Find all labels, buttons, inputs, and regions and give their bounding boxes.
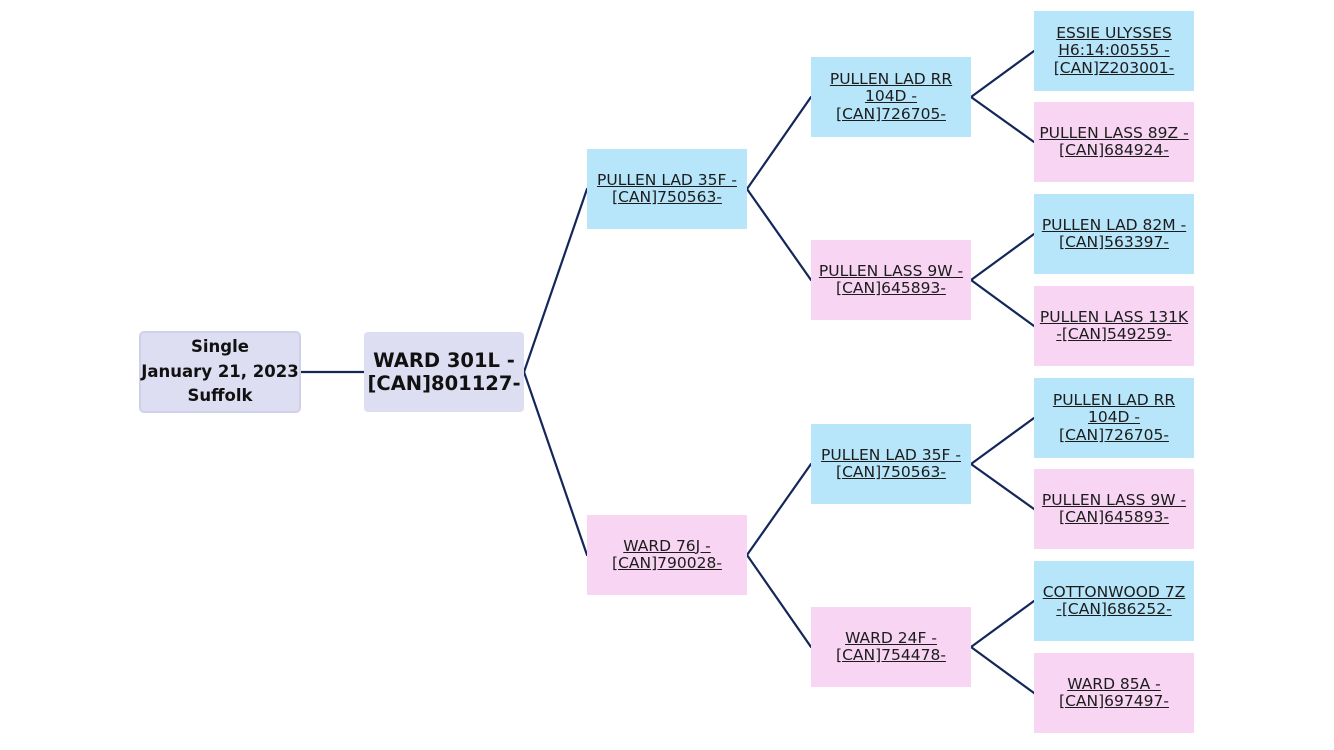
great-grandparent-name[interactable]: PULLEN LASS 131K -[CAN]549259- — [1039, 307, 1189, 343]
animal-info-box: Single January 21, 2023 Suffolk — [139, 331, 301, 413]
maternal-granddam-node[interactable]: WARD 24F - [CAN]754478- — [811, 607, 971, 687]
connector-gen3-8 — [969, 645, 1036, 695]
maternal-granddam-name[interactable]: WARD 24F - [CAN]754478- — [836, 628, 946, 664]
breed: Suffolk — [187, 386, 253, 406]
connector-gen3-4 — [969, 278, 1036, 328]
great-grandparent-node-8[interactable]: WARD 85A - [CAN]697497- — [1034, 653, 1194, 733]
connector-gen3-5 — [969, 416, 1036, 466]
great-grandparent-name[interactable]: ESSIE ULYSSES H6:14:00555 - [CAN]Z203001… — [1053, 23, 1175, 77]
connector-gen3-7 — [969, 599, 1036, 649]
great-grandparent-node-5[interactable]: PULLEN LAD RR 104D - [CAN]726705- — [1034, 378, 1194, 458]
subject-animal: WARD 301L - [CAN]801127- — [364, 332, 524, 412]
birth-date: January 21, 2023 — [141, 361, 299, 381]
paternal-grandsire-node[interactable]: PULLEN LAD RR 104D - [CAN]726705- — [811, 57, 971, 137]
dam-node[interactable]: WARD 76J - [CAN]790028- — [587, 515, 747, 595]
connector-subject-sire — [522, 187, 589, 374]
sire-name[interactable]: PULLEN LAD 35F - [CAN]750563- — [597, 170, 737, 206]
dam-name[interactable]: WARD 76J - [CAN]790028- — [612, 536, 722, 572]
great-grandparent-name[interactable]: WARD 85A - [CAN]697497- — [1059, 674, 1169, 710]
great-grandparent-node-4[interactable]: PULLEN LASS 131K -[CAN]549259- — [1034, 286, 1194, 366]
great-grandparent-name[interactable]: PULLEN LASS 9W - [CAN]645893- — [1041, 490, 1187, 526]
subject-name: WARD 301L - [CAN]801127- — [367, 349, 521, 395]
maternal-grandsire-name[interactable]: PULLEN LAD 35F - [CAN]750563- — [821, 445, 961, 481]
connector-sire-paternal-granddam — [745, 187, 813, 282]
paternal-grandsire-name[interactable]: PULLEN LAD RR 104D - [CAN]726705- — [829, 69, 953, 123]
connector-subject-dam — [522, 370, 589, 557]
great-grandparent-node-7[interactable]: COTTONWOOD 7Z -[CAN]686252- — [1034, 561, 1194, 641]
paternal-granddam-node[interactable]: PULLEN LASS 9W - [CAN]645893- — [811, 240, 971, 320]
great-grandparent-node-1[interactable]: ESSIE ULYSSES H6:14:00555 - [CAN]Z203001… — [1034, 11, 1194, 91]
birth-type: Single — [191, 337, 249, 357]
great-grandparent-name[interactable]: PULLEN LASS 89Z - [CAN]684924- — [1039, 123, 1189, 159]
great-grandparent-node-6[interactable]: PULLEN LASS 9W - [CAN]645893- — [1034, 469, 1194, 549]
great-grandparent-node-3[interactable]: PULLEN LAD 82M - [CAN]563397- — [1034, 194, 1194, 274]
great-grandparent-name[interactable]: PULLEN LAD 82M - [CAN]563397- — [1041, 215, 1187, 251]
connector-gen3-6 — [969, 462, 1036, 511]
connector-gen3-3 — [969, 232, 1036, 282]
maternal-grandsire-node[interactable]: PULLEN LAD 35F - [CAN]750563- — [811, 424, 971, 504]
connector-gen3-2 — [969, 95, 1036, 144]
connector-gen3-1 — [969, 49, 1036, 99]
connector-dam-maternal-granddam — [745, 553, 813, 649]
great-grandparent-node-2[interactable]: PULLEN LASS 89Z - [CAN]684924- — [1034, 102, 1194, 182]
great-grandparent-name[interactable]: PULLEN LAD RR 104D - [CAN]726705- — [1052, 390, 1176, 444]
great-grandparent-name[interactable]: COTTONWOOD 7Z -[CAN]686252- — [1042, 582, 1186, 618]
paternal-granddam-name[interactable]: PULLEN LASS 9W - [CAN]645893- — [818, 261, 964, 297]
connector-dam-maternal-grandsire — [745, 462, 813, 557]
connector-sire-paternal-grandsire — [745, 95, 813, 191]
sire-node[interactable]: PULLEN LAD 35F - [CAN]750563- — [587, 149, 747, 229]
